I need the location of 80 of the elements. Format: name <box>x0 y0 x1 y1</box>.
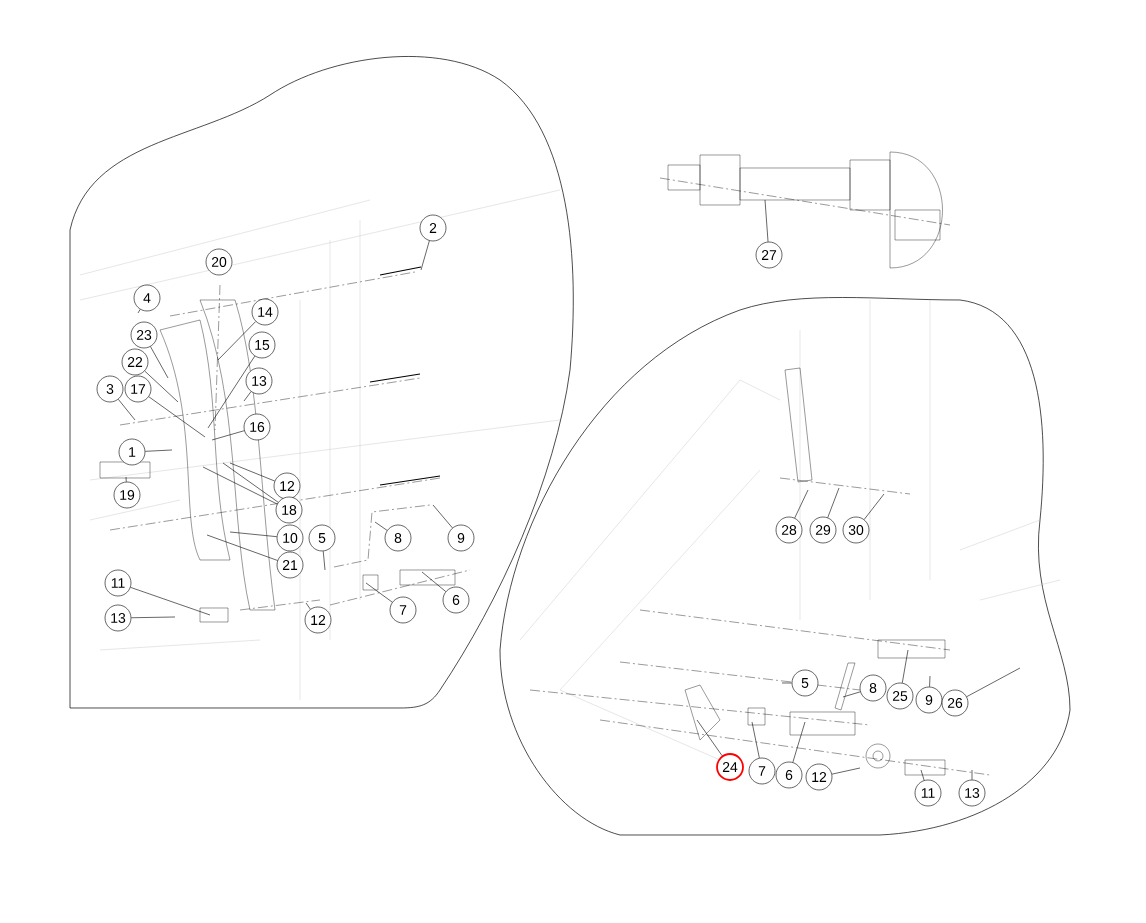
callout-number: 1 <box>118 438 146 466</box>
callout-number: 25 <box>886 682 914 710</box>
callout-number: 12 <box>304 606 332 634</box>
leader-line <box>831 767 861 775</box>
callout-number: 8 <box>859 674 887 702</box>
callout-number: 26 <box>941 689 969 717</box>
callout-number: 23 <box>130 321 158 349</box>
leader-line <box>792 721 806 763</box>
callout-number: 13 <box>104 604 132 632</box>
leader-line <box>217 321 256 361</box>
leader-line <box>827 487 840 518</box>
callout-number: 27 <box>755 241 783 269</box>
leader-line <box>902 649 909 684</box>
leader-line <box>794 489 809 519</box>
callout-number: 20 <box>205 248 233 276</box>
callout-number: 21 <box>276 551 304 579</box>
callout-number: 17 <box>124 375 152 403</box>
leader-line <box>305 602 311 610</box>
callout-number: 19 <box>113 481 141 509</box>
callout-number: 12 <box>273 472 301 500</box>
callout-number: 22 <box>121 348 149 376</box>
leader-line <box>202 466 278 505</box>
leader-line <box>145 449 173 452</box>
leader-line <box>374 521 388 531</box>
callout-number: 4 <box>133 284 161 312</box>
callout-number: 9 <box>915 686 943 714</box>
callout-number: 13 <box>245 367 273 395</box>
callout-number: 30 <box>842 516 870 544</box>
leader-line <box>207 355 256 429</box>
callout-number: 15 <box>248 331 276 359</box>
callout-number: 28 <box>775 516 803 544</box>
leader-line <box>118 399 136 421</box>
leader-line <box>432 504 453 529</box>
leader-line <box>420 240 430 271</box>
leader-line <box>211 430 245 441</box>
leader-line <box>421 571 447 592</box>
leader-line <box>365 582 393 603</box>
callout-number: 12 <box>805 763 833 791</box>
leader-line <box>696 719 723 756</box>
leader-line <box>322 550 326 571</box>
callout-number: 7 <box>389 596 417 624</box>
leader-line <box>243 391 252 402</box>
leader-line <box>125 476 127 483</box>
leader-line <box>966 667 1021 697</box>
callout-number: 10 <box>276 524 304 552</box>
leader-line <box>229 462 275 482</box>
leader-line <box>929 675 931 687</box>
leader-line <box>751 721 760 759</box>
callout-number: 11 <box>104 569 132 597</box>
leader-line <box>144 370 179 403</box>
leader-line <box>842 691 861 698</box>
leader-line <box>130 587 211 616</box>
callout-number: 18 <box>275 496 303 524</box>
leader-line <box>971 769 973 780</box>
callout-number: 5 <box>308 524 336 552</box>
callout-number: 9 <box>447 524 475 552</box>
leader-line <box>206 534 278 561</box>
callout-number: 24 <box>716 753 744 781</box>
leader-line <box>131 616 176 619</box>
leader-line <box>150 346 169 379</box>
leader-line <box>137 309 141 314</box>
callout-number: 6 <box>775 761 803 789</box>
callout-number: 11 <box>914 779 942 807</box>
callout-number: 6 <box>442 586 470 614</box>
callout-number: 16 <box>243 413 271 441</box>
callout-number: 2 <box>419 214 447 242</box>
callout-number: 13 <box>958 779 986 807</box>
leader-line <box>764 199 769 243</box>
leader-line <box>229 531 278 537</box>
leader-line <box>920 769 925 781</box>
leader-line <box>781 682 792 684</box>
callout-number: 29 <box>809 516 837 544</box>
callout-number: 14 <box>251 298 279 326</box>
leader-line <box>148 396 206 438</box>
callout-number: 3 <box>96 375 124 403</box>
leader-line <box>222 462 279 503</box>
callout-number: 7 <box>748 757 776 785</box>
callout-number: 5 <box>791 669 819 697</box>
leader-line <box>863 493 885 520</box>
callout-number: 8 <box>384 524 412 552</box>
